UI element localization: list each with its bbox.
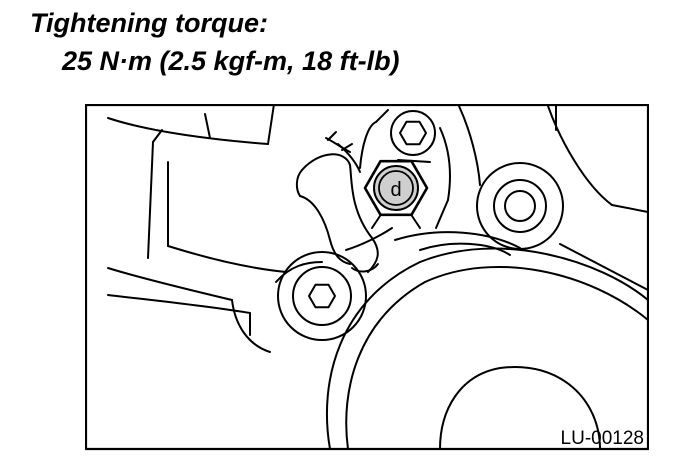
upper-bolt — [390, 110, 436, 156]
switch-marker-label: d — [390, 179, 401, 201]
torque-heading: Tightening torque: — [30, 8, 268, 38]
figure-frame — [85, 104, 649, 451]
torque-value: 25 N·m (2.5 kgf-m, 18 ft-lb) — [62, 46, 400, 76]
engine-block — [107, 104, 287, 353]
hose — [295, 131, 393, 273]
lower-bolt — [275, 251, 367, 341]
figure-id: LU-00128 — [560, 428, 644, 449]
pump-body — [325, 231, 649, 450]
engine-illustration: d — [85, 104, 649, 451]
oil-pressure-switch — [363, 159, 429, 229]
right-pulley — [458, 105, 649, 291]
